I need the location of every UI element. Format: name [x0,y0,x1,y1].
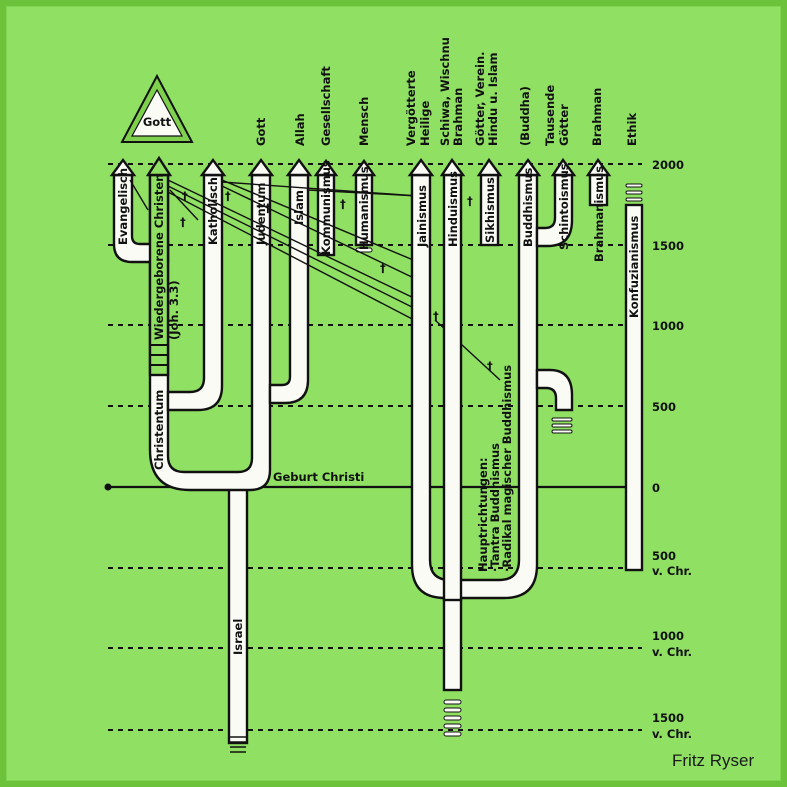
birth-of-christ-label: Geburt Christi [273,470,364,484]
author-credit: Fritz Ryser [672,751,755,770]
tick-label: 500 [652,549,676,563]
arrow-humanismus [351,158,377,177]
deity-gesellschaft: Gesellschaft [319,66,333,146]
label-schintoismus: Schintoismus [557,163,571,250]
hinduismus-broken-end [443,699,462,737]
deity-heilige: Heilige [418,101,432,146]
deity-hindu-islam: Hindu u. Islam [486,52,500,146]
timeline-tick-labels: 2000 1500 1000 500 0 500 v. Chr. 1000 v.… [652,158,692,741]
arrow-sikhismus [476,157,503,177]
cross-icon: † [180,215,186,229]
religion-tree-diagram: 2000 1500 1000 500 0 500 v. Chr. 1000 v.… [104,37,755,770]
deity-schiwa: Schiwa, Wischnu [438,37,452,146]
arrow-wiedergeborene [145,155,173,177]
label-sikhismus: Sikhismus [483,177,497,243]
arrow-hinduismus [439,157,466,177]
deity-allah: Allah [293,113,307,146]
tick-label: 0 [652,481,660,495]
tick-label: 1000 [652,319,684,333]
cross-icon: † [340,197,346,211]
note-heading: Hauptrichtungen: [476,457,490,572]
tick-label: 1500 [652,239,684,253]
deity-goetter-shinto: Götter [557,104,571,146]
cross-icon: † [487,359,493,373]
deity-labels: Gott Allah Gesellschaft Mensch Vergötter… [254,37,639,146]
konfuzianismus-break [625,183,643,202]
note-item: ·Radikal magischer Buddhismus [500,365,514,572]
deity-brahman-hindu: Brahman [451,88,465,146]
arrow-evangelisch [109,157,137,177]
tick-sublabel: v. Chr. [652,727,692,741]
dharmic-tree [407,157,644,737]
label-evangelisch: Evangelisch [116,168,130,245]
label-joh: (Joh. 3.3) [167,280,181,340]
deity-vergoetterte: Vergötterte [404,70,418,146]
label-katholisch: Katholisch [206,177,220,245]
tick-label: 1500 [652,711,684,725]
israel-broken-end [230,736,246,753]
label-wiedergeborene: Wiedergeborene Christen [152,174,166,340]
cross-icon: † [182,189,188,203]
god-label: Gott [143,115,172,129]
arrow-brahmanismus [585,157,612,177]
jain-buddhism-u [410,173,539,600]
arrow-schintoismus [550,157,577,177]
label-buddhismus: Buddhismus [521,167,535,247]
label-jainismus: Jainismus [415,185,429,248]
label-brahmanismus: Brahmanismus [592,166,606,262]
label-humanismus: Humanismus [357,166,371,250]
deity-gott: Gott [254,117,268,146]
label-kommunismus: Kommunismus [319,160,333,255]
cross-icon: † [265,201,271,215]
arrow-judentum [247,157,275,177]
buddhismus-curl-break [551,417,573,434]
tick-label: 500 [652,400,676,414]
tick-sublabel: v. Chr. [652,645,692,659]
deity-mensch: Mensch [357,97,371,146]
cross-icon: † [433,309,439,323]
religion-labels: Evangelisch Wiedergeborene Christen (Joh… [116,160,641,655]
tick-label: 2000 [652,158,684,172]
wiedergeborene-breaks [150,344,168,366]
label-islam: Islam [292,190,306,225]
deity-ethik: Ethik [625,113,639,146]
konfuzianismus-tube [624,203,644,572]
label-konfuzianismus: Konfuzianismus [627,215,641,318]
arrow-katholisch [199,157,227,177]
secular-ideologies [313,158,377,257]
deity-goetter: Götter, Verein. [473,51,487,146]
arrow-kommunismus [313,158,339,177]
cross-icon: † [380,261,386,275]
arrow-buddhismus [514,157,542,177]
diagram-canvas: 2000 1500 1000 500 0 500 v. Chr. 1000 v.… [6,6,781,781]
label-judentum: Judentum [254,183,268,246]
influence-lines: † † † † † † † † † [129,179,501,381]
cross-icon: † [467,194,473,208]
label-israel: Israel [231,619,245,655]
label-hinduismus: Hinduismus [446,171,460,247]
label-christentum: Christentum [152,390,166,470]
tick-sublabel: v. Chr. [652,564,692,578]
deity-tausende: Tausende [543,85,557,146]
arrow-jainismus [407,157,435,177]
god-triangle-icon: Gott [120,73,194,143]
arrow-islam [285,157,313,177]
timeline-start-dot [104,483,112,491]
buddhismus-curl [535,368,574,412]
israel-trunk [227,485,249,745]
tick-label: 1000 [652,629,684,643]
note-item: ·Tantra Buddhismus [488,443,502,572]
deity-buddha: (Buddha) [518,86,532,146]
abrahamic-tree [109,155,313,753]
buddhism-note: Hauptrichtungen: ·Tantra Buddhismus ·Rad… [476,365,514,572]
cross-icon: † [225,189,231,203]
hinduismus-trunk [442,588,463,692]
deity-brahman: Brahman [590,88,604,146]
